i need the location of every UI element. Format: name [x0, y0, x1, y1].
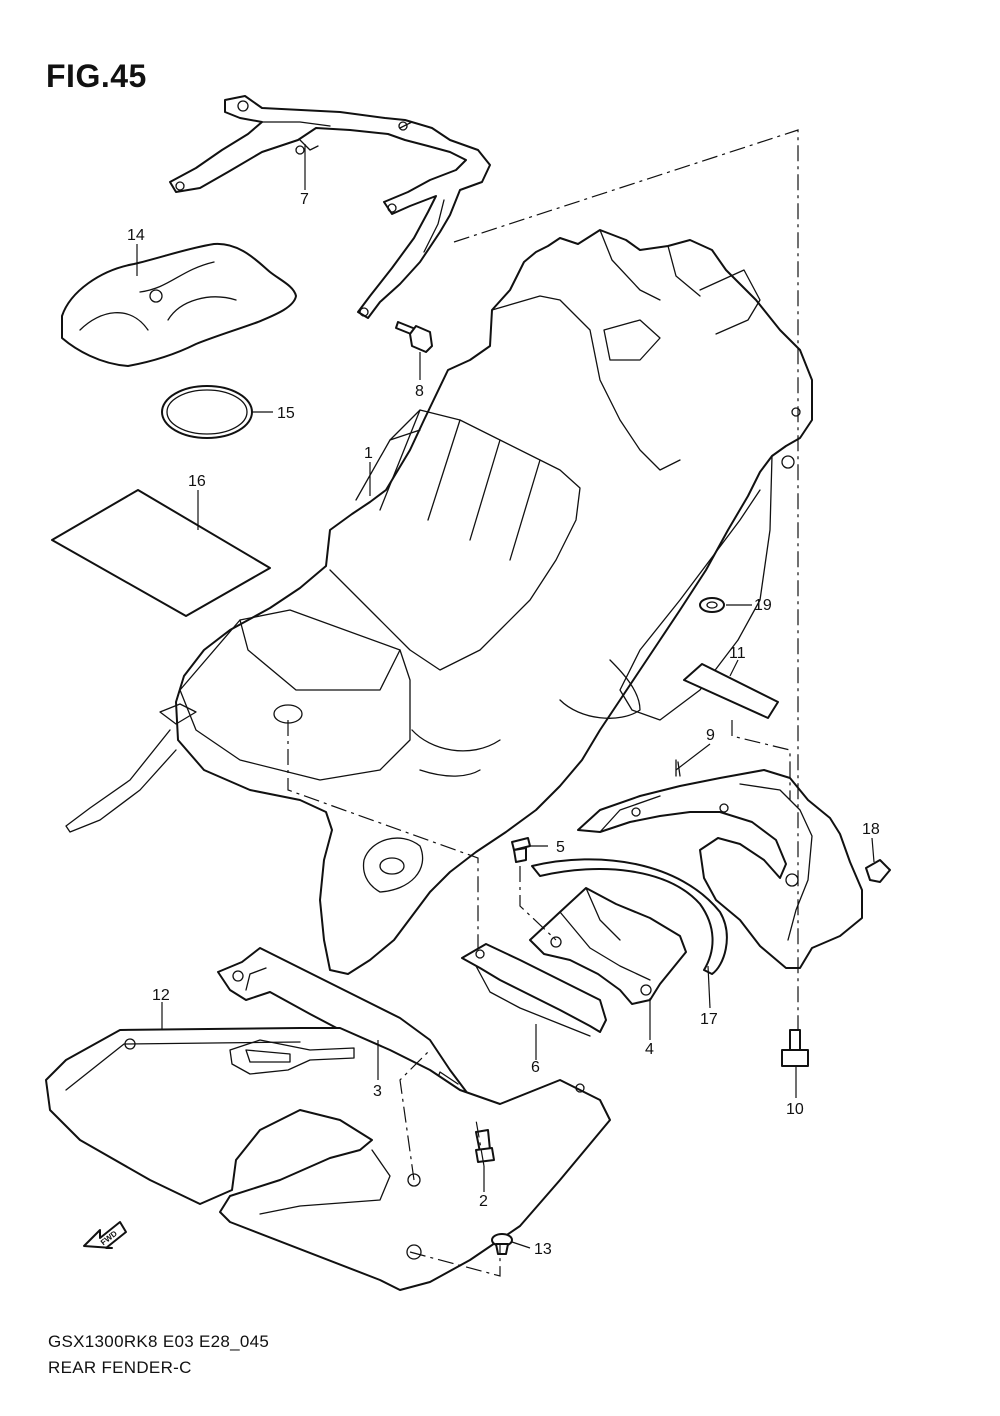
- part-rivet-5[interactable]: [511, 837, 531, 863]
- callout-12[interactable]: 12: [152, 987, 170, 1004]
- callout-9[interactable]: 9: [706, 727, 715, 744]
- callout-6[interactable]: 6: [531, 1059, 540, 1076]
- part-grab-rail[interactable]: [169, 95, 491, 319]
- part-ring-15[interactable]: [161, 385, 253, 439]
- part-clip-13[interactable]: [491, 1233, 513, 1255]
- part-plate-6[interactable]: [461, 943, 607, 1037]
- part-pad-11[interactable]: [683, 663, 779, 719]
- callout-1[interactable]: 1: [364, 445, 373, 462]
- part-inner-fender-9[interactable]: [577, 759, 863, 969]
- callout-14[interactable]: 14: [127, 227, 145, 244]
- part-bolt-2[interactable]: [475, 1129, 495, 1163]
- part-bolt-10[interactable]: [781, 1029, 809, 1067]
- callout-18[interactable]: 18: [862, 821, 880, 838]
- leader-lines: [136, 144, 875, 1249]
- part-undertray-12[interactable]: [45, 1027, 611, 1291]
- part-fastener-18[interactable]: [865, 859, 891, 883]
- callout-8[interactable]: 8: [415, 383, 424, 400]
- model-code: GSX1300RK8 E03 E28_045: [48, 1332, 270, 1351]
- fwd-arrow-icon: FWD: [83, 1221, 127, 1249]
- callout-10[interactable]: 10: [786, 1101, 804, 1118]
- part-bolt-8[interactable]: [395, 321, 433, 353]
- callout-16[interactable]: 16: [188, 473, 206, 490]
- assembly-lines: [287, 129, 799, 1277]
- figure-caption: REAR FENDER-C: [48, 1358, 192, 1377]
- part-washer-19[interactable]: [699, 597, 725, 613]
- part-rear-fender-1[interactable]: [65, 229, 813, 975]
- callout-5[interactable]: 5: [556, 839, 565, 856]
- callout-4[interactable]: 4: [645, 1041, 654, 1058]
- callout-numbers: 1 2 3 4 5 6 7 8 9 10 11 12 13 14 15 16 1…: [127, 191, 880, 1258]
- callout-7[interactable]: 7: [300, 191, 309, 208]
- part-cover-14[interactable]: [61, 242, 297, 367]
- callout-2[interactable]: 2: [479, 1193, 488, 1210]
- part-sheet-16[interactable]: [51, 489, 271, 617]
- callout-19[interactable]: 19: [754, 597, 772, 614]
- part-bracket-4[interactable]: [529, 887, 687, 1005]
- callout-13[interactable]: 13: [534, 1241, 552, 1258]
- figure-title: FIG.45: [46, 58, 147, 94]
- callout-3[interactable]: 3: [373, 1083, 382, 1100]
- callout-15[interactable]: 15: [277, 405, 295, 422]
- callout-17[interactable]: 17: [700, 1011, 718, 1028]
- callout-11[interactable]: 11: [729, 645, 746, 662]
